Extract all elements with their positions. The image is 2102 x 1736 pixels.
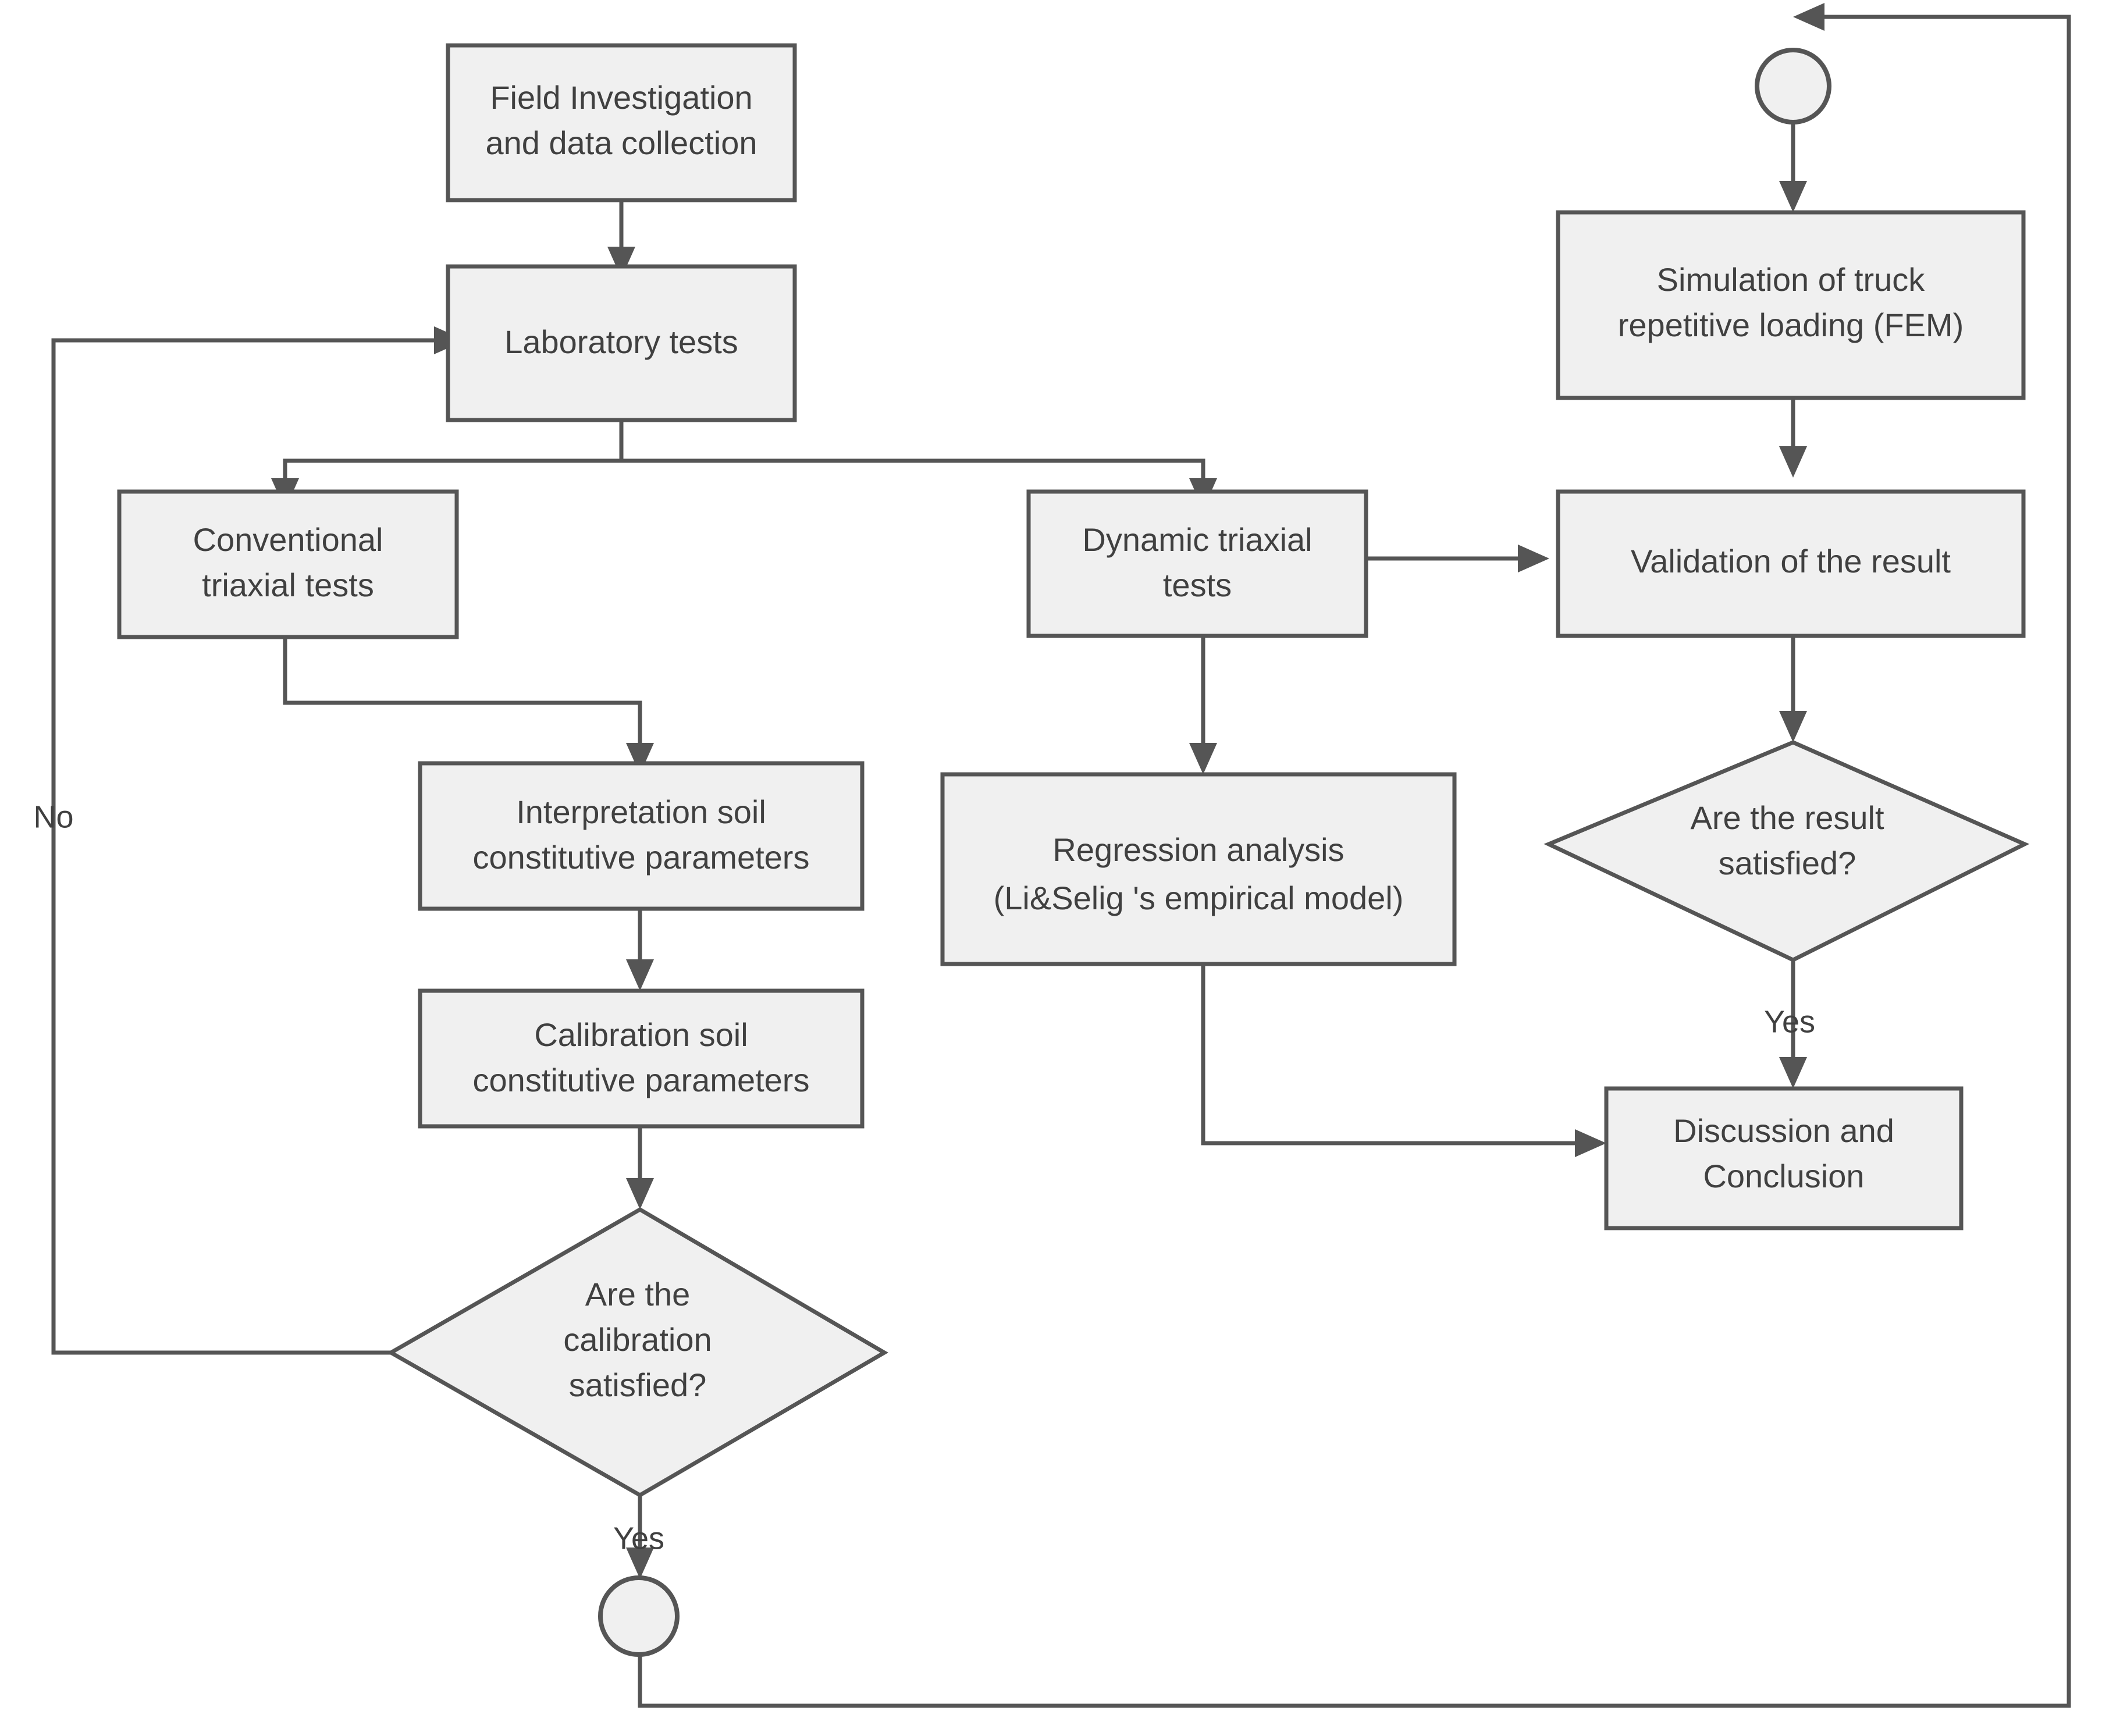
edge-label-calibration-no: No	[33, 799, 73, 834]
node-discussion-conclusion[interactable]: Discussion and Conclusion	[1604, 1086, 1964, 1230]
edge-validation-to-result-decision	[1779, 636, 1807, 742]
edge-field-to-laboratory	[607, 200, 635, 278]
node-regression-analysis-line-2: (Li&Selig 's empirical model)	[994, 880, 1404, 916]
node-calibration-decision-line-1: Are the	[585, 1276, 691, 1312]
node-conventional-triaxial-line-1: Conventional	[193, 521, 383, 558]
node-simulation-truck-line-1: Simulation of truck	[1657, 261, 1926, 298]
edge-label-calibration-yes: Yes	[613, 1521, 664, 1556]
node-conventional-triaxial-line-2: triaxial tests	[202, 567, 374, 603]
node-calibration-soil-line-2: constitutive parameters	[473, 1062, 810, 1098]
node-dynamic-triaxial[interactable]: Dynamic triaxial tests	[1026, 489, 1368, 638]
node-dynamic-triaxial-line-2: tests	[1163, 567, 1232, 603]
node-discussion-conclusion-line-2: Conclusion	[1703, 1158, 1864, 1194]
edge-connector-to-simulation	[1779, 121, 1807, 212]
edge-regression-to-discussion	[1201, 964, 1606, 1157]
edge-dynamic-to-validation	[1366, 545, 1549, 572]
edge-calibration-yes	[626, 1495, 654, 1579]
node-regression-analysis[interactable]: Regression analysis (Li&Selig 's empiric…	[940, 772, 1457, 966]
node-laboratory-tests[interactable]: Laboratory tests	[446, 264, 797, 422]
edge-conventional-to-interpretation	[283, 637, 654, 774]
node-simulation-truck[interactable]: Simulation of truck repetitive loading (…	[1556, 210, 2026, 400]
node-calibration-soil[interactable]: Calibration soil constitutive parameters	[418, 988, 865, 1129]
edge-label-result-yes: Yes	[1764, 1004, 1815, 1039]
node-conventional-triaxial[interactable]: Conventional triaxial tests	[117, 489, 459, 639]
node-result-decision-line-1: Are the result	[1690, 799, 1884, 836]
node-regression-analysis-line-1: Regression analysis	[1052, 831, 1344, 868]
edge-bottom-to-top-connector	[638, 3, 2071, 1708]
node-discussion-conclusion-line-1: Discussion and	[1673, 1112, 1894, 1149]
node-connector-top[interactable]	[1755, 48, 1831, 124]
node-interpretation-soil-line-1: Interpretation soil	[516, 794, 766, 830]
node-dynamic-triaxial-line-1: Dynamic triaxial	[1082, 521, 1312, 558]
node-validation-result-line-1: Validation of the result	[1631, 543, 1951, 579]
node-result-decision[interactable]: Are the result satisfied?	[1543, 740, 2030, 962]
edge-interpretation-to-calibration	[626, 909, 654, 991]
edge-result-yes-to-discussion	[1779, 960, 1807, 1088]
node-calibration-decision-line-3: satisfied?	[569, 1367, 707, 1403]
edge-simulation-to-validation	[1779, 398, 1807, 478]
node-laboratory-tests-line-1: Laboratory tests	[504, 323, 738, 360]
node-field-investigation[interactable]: Field Investigation and data collection	[446, 43, 797, 202]
edge-calibration-to-decision	[626, 1126, 654, 1209]
edge-dynamic-to-regression	[1189, 636, 1217, 774]
node-calibration-soil-line-1: Calibration soil	[534, 1016, 748, 1053]
node-field-investigation-line-1: Field Investigation	[490, 79, 752, 116]
node-simulation-truck-line-2: repetitive loading (FEM)	[1618, 307, 1964, 343]
node-interpretation-soil-line-2: constitutive parameters	[473, 839, 810, 876]
node-interpretation-soil[interactable]: Interpretation soil constitutive paramet…	[418, 761, 865, 911]
node-calibration-decision-line-2: calibration	[563, 1321, 712, 1358]
node-result-decision-line-2: satisfied?	[1719, 845, 1856, 881]
node-field-investigation-line-2: and data collection	[485, 124, 757, 161]
node-validation-result[interactable]: Validation of the result	[1556, 489, 2026, 638]
edge-calibration-no-loop	[51, 326, 465, 1355]
node-connector-bottom[interactable]	[598, 1575, 680, 1657]
node-calibration-decision[interactable]: Are the calibration satisfied?	[386, 1207, 888, 1498]
